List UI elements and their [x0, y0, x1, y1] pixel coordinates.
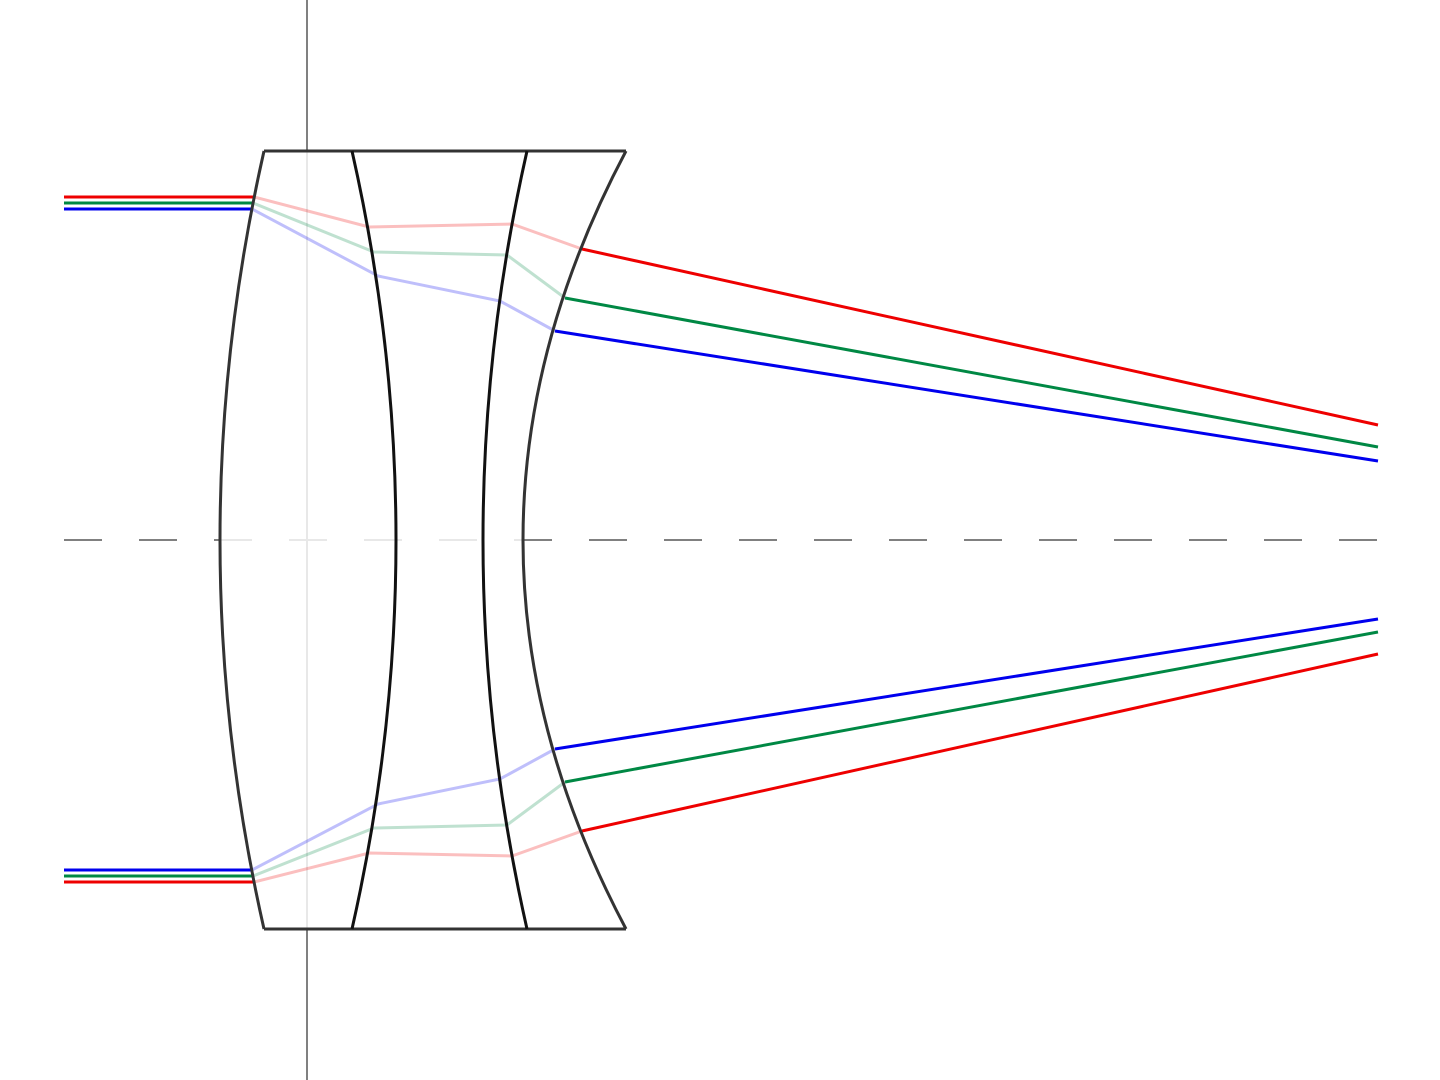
ray-blue-lower-outgoing [554, 617, 1379, 751]
lens-outlines [218, 149, 628, 931]
ray-red-upper-in-glass [253, 195, 583, 251]
ray-green-upper-outgoing [564, 296, 1379, 449]
ray-green-lower-outgoing [564, 630, 1379, 784]
ray-red-lower-outgoing [581, 652, 1379, 833]
ray-blue-upper-in-glass [251, 207, 556, 333]
ray-red-upper-outgoing [581, 247, 1379, 427]
lens-group [220, 151, 626, 929]
lens-element-3 [483, 151, 626, 929]
lens-element-1 [220, 151, 396, 929]
ray-blue-upper-outgoing [554, 329, 1379, 463]
ray-green-upper-in-glass [252, 201, 566, 300]
rear-surface [521, 150, 628, 930]
ray-group [64, 195, 1379, 884]
ray-blue-lower-in-glass [251, 747, 556, 872]
lens-element-2 [352, 151, 527, 929]
cement-surface-1 [350, 150, 398, 930]
ray-green-lower-in-glass [252, 780, 566, 878]
ray-red-lower-in-glass [253, 829, 583, 884]
cement-surface-2 [481, 150, 529, 930]
front-surface [218, 150, 266, 930]
